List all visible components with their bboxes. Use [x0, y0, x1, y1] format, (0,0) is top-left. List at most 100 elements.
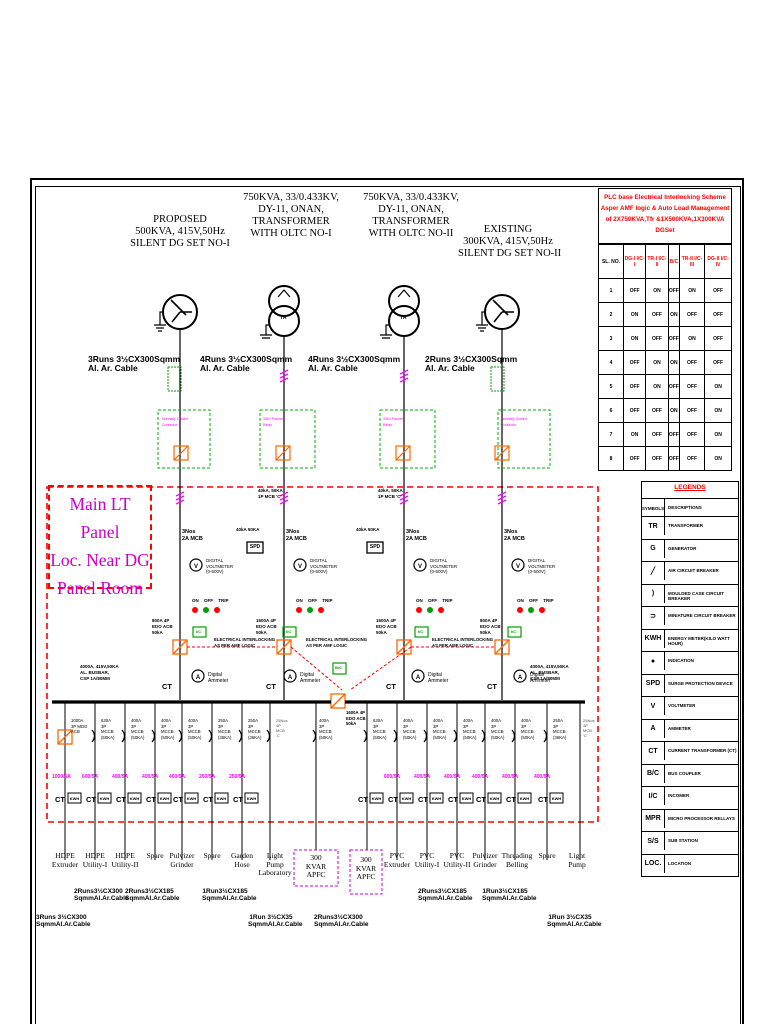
- legend-description: TRANSFORMER: [668, 523, 703, 528]
- svg-text:V: V: [194, 564, 198, 570]
- ct-ratio-r5: 400/5A: [502, 774, 519, 780]
- svg-text:CT: CT: [476, 795, 486, 804]
- legend-symbol-icon: ⊃: [642, 607, 665, 625]
- legend-description: CURRENT TRANSFORMER (CT): [668, 748, 737, 753]
- legend-item: ╱AIR CIRCUIT BREAKER: [642, 561, 738, 580]
- table-header-dg2: DG-II I/C-IV: [704, 244, 732, 279]
- svg-text:Normally Closed: Normally Closed: [162, 417, 188, 421]
- svg-text:33kV Pannel: 33kV Pannel: [263, 417, 283, 421]
- legend-symbol-icon: ): [642, 584, 665, 603]
- tr2-symbol: TR: [400, 315, 407, 321]
- ct-ratio-l2: 600/5A: [82, 774, 99, 780]
- svg-text:A: A: [196, 675, 201, 681]
- ct-label-2: CT: [266, 682, 276, 691]
- indication-labels-1: ON OFF TRIP: [192, 598, 229, 603]
- load-spare-3: Spare: [538, 851, 556, 860]
- svg-text:KWH: KWH: [187, 796, 197, 801]
- legend-item: ●INDICATION: [642, 651, 738, 670]
- load-spare-1: Spare: [146, 851, 164, 860]
- table-header-dg1: DG-I I/C-I: [622, 244, 647, 279]
- spd-tag-2: SPD: [369, 544, 381, 550]
- spd-rating-1: 40kA 50KA: [236, 527, 260, 532]
- ct-label-4: CT: [487, 682, 497, 691]
- svg-text:Contactor: Contactor: [162, 423, 178, 427]
- spd-rating-2: 40kA 50KA: [356, 527, 380, 532]
- legend-description: SURGE PROTECTION DEVICE: [668, 680, 733, 686]
- legend-description: MINIATURE CIRCUIT BREAKER: [668, 613, 736, 618]
- legend-symbol-icon: ╱: [642, 562, 665, 580]
- ct-ratio-r6: 400/5A: [534, 774, 551, 780]
- svg-text:KWH: KWH: [247, 796, 257, 801]
- ct-ratio-r3: 400/5A: [444, 774, 461, 780]
- transformer-2-icon: [380, 285, 420, 339]
- generator-2-icon: [476, 294, 520, 332]
- legend-description: INCOMER: [668, 793, 690, 798]
- ct-ratio-r4: 400/5A: [472, 774, 489, 780]
- drawing-frame: [30, 178, 744, 1024]
- bus-coupler-tag: B/C: [335, 665, 342, 670]
- incomer-tag-1: I/C: [196, 629, 202, 634]
- legend-description: SUB STATION: [668, 838, 698, 843]
- drawing-inner-frame: [35, 186, 741, 1024]
- svg-text:CT: CT: [86, 795, 96, 804]
- table-header-tr1: TR-I I/C-II: [645, 244, 669, 279]
- legend-description: AIR CIRCUIT BREAKER: [668, 568, 719, 573]
- svg-text:V: V: [298, 564, 302, 570]
- indication-labels-2: ON OFF TRIP: [296, 598, 333, 603]
- legend-description: AMMETER: [668, 725, 691, 731]
- svg-text:CT: CT: [358, 795, 368, 804]
- svg-text:Normally Closed: Normally Closed: [501, 417, 527, 421]
- svg-text:CT: CT: [146, 795, 156, 804]
- spd-tag-1: SPD: [249, 544, 261, 550]
- source-tr1-label: 750KVA, 33/0.433KV,DY-11, ONAN,TRANSFORM…: [243, 192, 339, 239]
- svg-text:Relay: Relay: [383, 423, 392, 427]
- svg-text:Relay: Relay: [263, 423, 272, 427]
- legend-symbol-icon: LOC.: [642, 854, 665, 873]
- legend-description: MICRO PROCESSOR RELLAYS: [668, 815, 735, 821]
